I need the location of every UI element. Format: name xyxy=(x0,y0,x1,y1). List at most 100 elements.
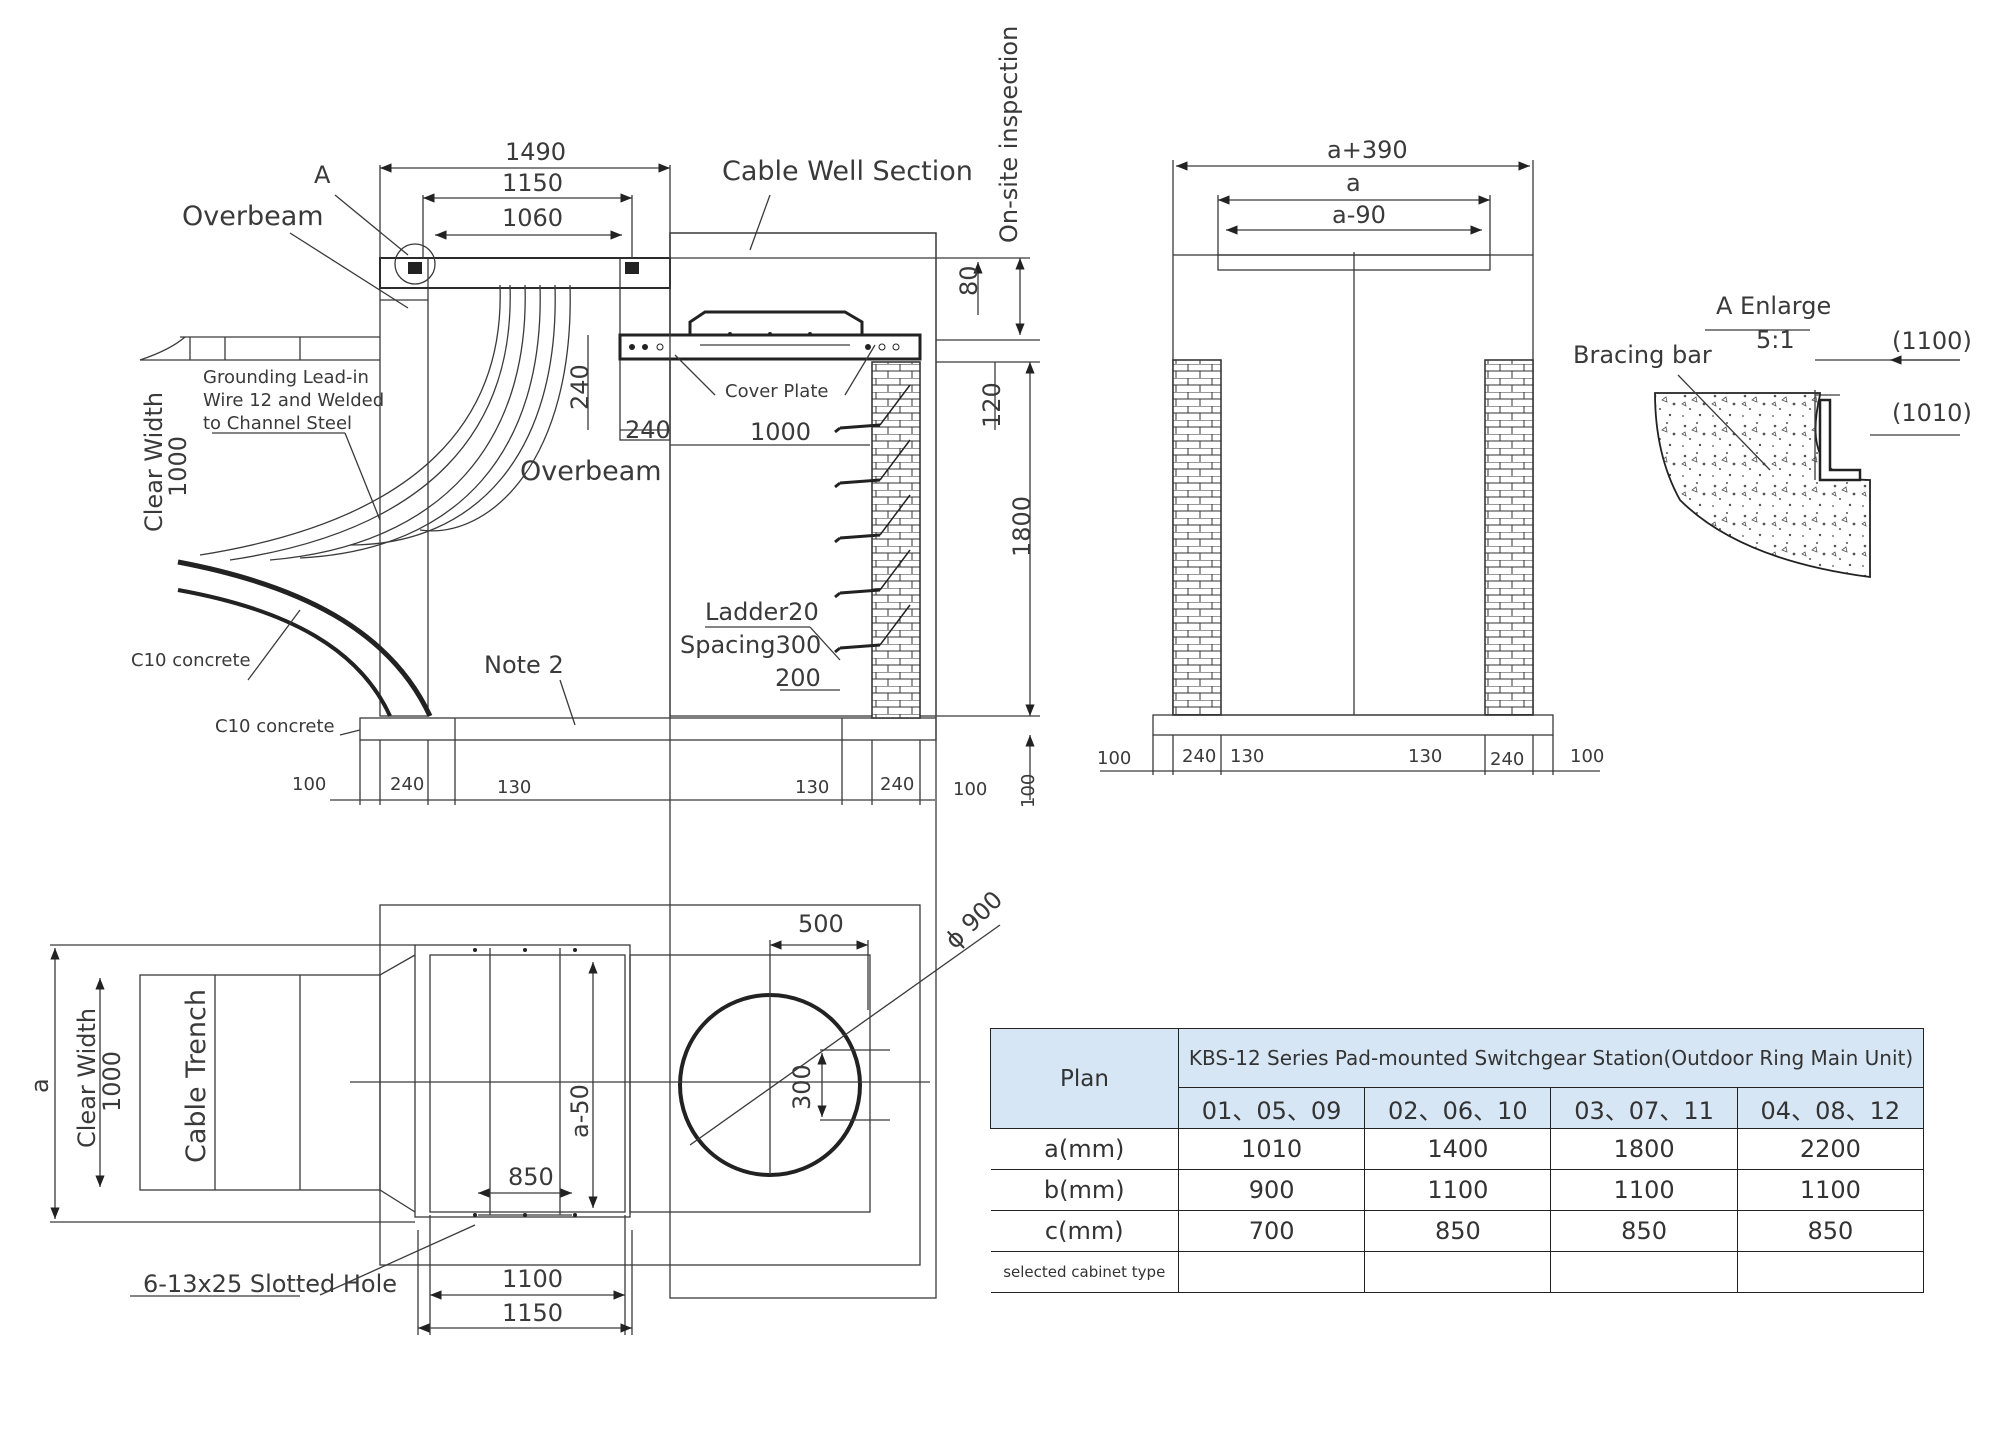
table-cell: 1010 xyxy=(1178,1128,1366,1170)
table-cell xyxy=(1178,1251,1366,1293)
label-grounding-3: to Channel Steel xyxy=(203,413,352,434)
plan-header: Plan xyxy=(990,1028,1179,1129)
table-row: b(mm) 900 1100 1100 1100 xyxy=(990,1169,1925,1211)
dim-1800: 1800 xyxy=(1008,496,1036,557)
dim-300: 300 xyxy=(788,1064,816,1110)
label-note2: Note 2 xyxy=(484,651,564,679)
dim-240v: 240 xyxy=(566,364,594,410)
label-a: A xyxy=(314,161,331,189)
left-wall xyxy=(379,257,429,717)
dim-b130a: 130 xyxy=(497,777,531,798)
dim-b100v: 100 xyxy=(1018,774,1039,808)
table-cell: 1100 xyxy=(1550,1169,1738,1211)
label-c10-1: C10 concrete xyxy=(131,650,251,671)
brick-wall xyxy=(871,361,921,719)
table-title: KBS-12 Series Pad-mounted Switchgear Sta… xyxy=(1178,1028,1924,1088)
label-a-side: a xyxy=(26,1078,54,1093)
label-clear-width-bottom: Clear Width xyxy=(73,1008,101,1148)
label-grounding-2: Wire 12 and Welded xyxy=(203,390,384,411)
table-cell xyxy=(1364,1251,1552,1293)
col-header: 02、06、10 xyxy=(1364,1087,1552,1129)
label-overbeam-2: Overbeam xyxy=(520,456,662,487)
dim-a90: a-90 xyxy=(1332,201,1386,229)
label-a-50: a-50 xyxy=(566,1084,594,1138)
detail-a-circle xyxy=(394,243,436,285)
label-scale: 5:1 xyxy=(1756,326,1795,354)
table-cell: 1400 xyxy=(1364,1128,1552,1170)
dim-200: 200 xyxy=(775,664,821,692)
label-slotted-hole: 6-13x25 Slotted Hole xyxy=(143,1270,397,1298)
base-slab xyxy=(359,717,937,741)
label-1100p: (1100) xyxy=(1892,327,1972,355)
dim-b100b: 100 xyxy=(953,779,987,800)
label-onsite-inspection: On-site inspection xyxy=(995,26,1023,243)
label-overbeam: Overbeam xyxy=(182,201,324,232)
dim-500: 500 xyxy=(798,910,844,938)
a-enlarge-detail xyxy=(1654,329,1960,579)
table-cell: 900 xyxy=(1178,1169,1366,1211)
dim-r240b: 240 xyxy=(1490,749,1524,770)
row-label: selected cabinet type xyxy=(990,1251,1179,1293)
dim-850: 850 xyxy=(508,1163,554,1191)
label-cable-well-section: Cable Well Section xyxy=(722,156,973,187)
col-header: 04、08、12 xyxy=(1736,1087,1925,1129)
table-cell: 700 xyxy=(1178,1210,1366,1252)
dim-a390: a+390 xyxy=(1327,136,1408,164)
elevation-view xyxy=(1100,160,1600,775)
section-dims xyxy=(330,163,1035,805)
table-row: selected cabinet type xyxy=(990,1251,1925,1293)
label-cover-plate: Cover Plate xyxy=(725,381,828,402)
table-cell: 1100 xyxy=(1737,1169,1925,1211)
label-spacing: Spacing300 xyxy=(680,631,821,659)
cover-plate xyxy=(618,333,922,361)
cable-trench xyxy=(139,974,381,1191)
dim-1490: 1490 xyxy=(505,138,566,166)
label-ladder: Ladder20 xyxy=(705,598,819,626)
dim-r240a: 240 xyxy=(1182,746,1216,767)
row-label: b(mm) xyxy=(990,1169,1179,1211)
table-cell: 2200 xyxy=(1737,1128,1925,1170)
dim-240h: 240 xyxy=(625,416,671,444)
dim-1150: 1150 xyxy=(502,169,563,197)
label-bracing-bar: Bracing bar xyxy=(1573,341,1712,369)
dimension-texts: 1490 1150 1060 80 120 240 240 1000 1800 … xyxy=(292,136,1604,1327)
label-clear-width-top: Clear Width xyxy=(140,392,168,532)
label-a-enlarge: A Enlarge xyxy=(1716,292,1831,320)
label-grounding-1: Grounding Lead-in xyxy=(203,367,369,388)
dim-r100a: 100 xyxy=(1097,748,1131,769)
concrete-arc xyxy=(177,559,433,718)
dim-120: 120 xyxy=(978,382,1006,428)
dim-b240a: 240 xyxy=(390,774,424,795)
table-cell: 850 xyxy=(1364,1210,1552,1252)
plan-view xyxy=(50,232,1001,1335)
dim-b130b: 130 xyxy=(795,777,829,798)
dim-r130b: 130 xyxy=(1408,746,1442,767)
dim-1150b: 1150 xyxy=(502,1299,563,1327)
ladder xyxy=(834,384,911,654)
label-c10-2: C10 concrete xyxy=(215,716,335,737)
spec-table: Plan KBS-12 Series Pad-mounted Switchgea… xyxy=(990,1028,1925,1293)
dim-b100a: 100 xyxy=(292,774,326,795)
label-cable-trench: Cable Trench xyxy=(181,989,212,1163)
dim-1060: 1060 xyxy=(502,204,563,232)
dim-1000: 1000 xyxy=(750,418,811,446)
row-label: a(mm) xyxy=(990,1128,1179,1170)
col-header: 01、05、09 xyxy=(1177,1087,1366,1129)
table-row: c(mm) 700 850 850 850 xyxy=(990,1210,1925,1252)
dim-1100: 1100 xyxy=(502,1265,563,1293)
label-clear-width-top-val: 1000 xyxy=(164,436,192,497)
dim-a: a xyxy=(1346,169,1361,197)
col-header: 03、07、11 xyxy=(1550,1087,1738,1129)
label-1010p: (1010) xyxy=(1892,399,1972,427)
dim-r130a: 130 xyxy=(1230,746,1264,767)
table-row: a(mm) 1010 1400 1800 2200 xyxy=(990,1128,1925,1170)
table-cell: 1800 xyxy=(1550,1128,1738,1170)
leaders xyxy=(130,194,876,1297)
dim-80: 80 xyxy=(955,265,983,296)
table-cell: 850 xyxy=(1737,1210,1925,1252)
table-cell: 1100 xyxy=(1364,1169,1552,1211)
row-label: c(mm) xyxy=(990,1210,1179,1252)
label-clear-width-bottom-val: 1000 xyxy=(98,1051,126,1112)
dim-b240b: 240 xyxy=(880,774,914,795)
